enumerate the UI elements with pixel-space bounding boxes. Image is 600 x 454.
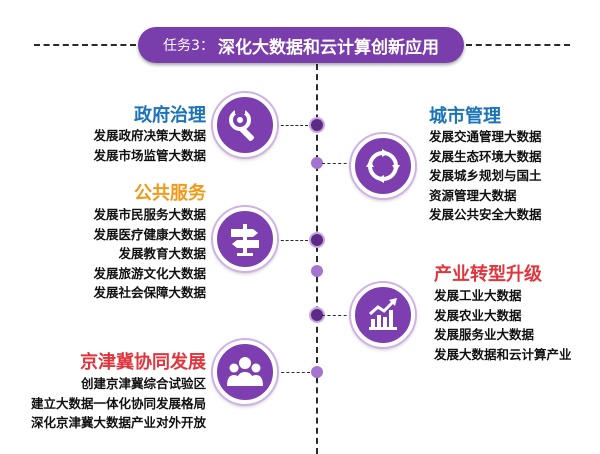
list-item: 创建京津冀综合试验区 [80,376,206,391]
heading-public-service: 公共服务 [134,183,206,204]
growth-chart-icon [351,283,415,347]
list-item: 深化京津冀大数据产业对外开放 [30,415,206,430]
timeline-dot [309,117,325,133]
list-item: 发展医疗健康大数据 [93,226,206,242]
timeline-dot [309,232,325,248]
connector-line [276,372,310,373]
refresh-cycle-icon [351,134,415,198]
list-item: 发展市民服务大数据 [93,207,206,222]
timeline-dot [311,366,323,378]
list-item: 发展农业大数据 [434,307,522,323]
connector-line [322,163,352,164]
timeline-dot [311,265,323,277]
list-item: 建立大数据一体化协同发展格局 [30,395,206,411]
heading-city: 城市管理 [429,106,501,127]
title-banner: 任务3： 深化大数据和云计算创新应用 [138,27,464,63]
list-item: 发展大数据和云计算产业 [434,346,572,362]
list-item: 发展教育大数据 [118,246,206,261]
heading-jingjinji: 京津冀协同发展 [80,352,206,373]
heading-government: 政府治理 [134,105,206,126]
list-item: 发展工业大数据 [434,288,522,303]
list-item: 发展城乡规划与国土 [429,168,542,183]
list-item: 发展服务业大数据 [434,327,535,342]
timeline-dot [311,157,323,169]
list-item: 发展交通管理大数据 [429,129,542,144]
connector-line [276,125,308,126]
list-item: 发展旅游文化大数据 [93,265,206,281]
wrench-gear-icon [213,93,277,157]
signpost-icon [213,207,277,271]
page-title: 深化大数据和云计算创新应用 [217,37,439,58]
title-rule-right [466,44,570,46]
list-item: 资源管理大数据 [429,187,517,203]
timeline-axis [316,64,318,454]
list-item: 发展公共安全大数据 [429,207,542,222]
list-item: 发展市场监管大数据 [93,147,206,163]
team-people-icon [213,340,277,404]
heading-industry: 产业转型升级 [434,264,542,285]
title-prefix: 任务3： [163,38,214,54]
list-city: 发展交通管理大数据 发展生态环境大数据 发展城乡规划与国土 资源管理大数据 发展… [429,127,542,225]
connector-line [276,240,308,241]
list-government: 发展政府决策大数据 发展市场监管大数据 [93,126,206,165]
list-item: 发展政府决策大数据 [93,128,206,143]
list-item: 发展生态环境大数据 [429,148,542,164]
title-rule-left [34,44,136,46]
list-industry: 发展工业大数据 发展农业大数据 发展服务业大数据 发展大数据和云计算产业 [434,286,572,364]
connector-line [322,315,352,316]
list-jingjinji: 创建京津冀综合试验区 建立大数据一体化协同发展格局 深化京津冀大数据产业对外开放 [31,374,206,433]
list-item: 发展社会保障大数据 [93,285,206,300]
list-public-service: 发展市民服务大数据 发展医疗健康大数据 发展教育大数据 发展旅游文化大数据 发展… [93,205,206,303]
